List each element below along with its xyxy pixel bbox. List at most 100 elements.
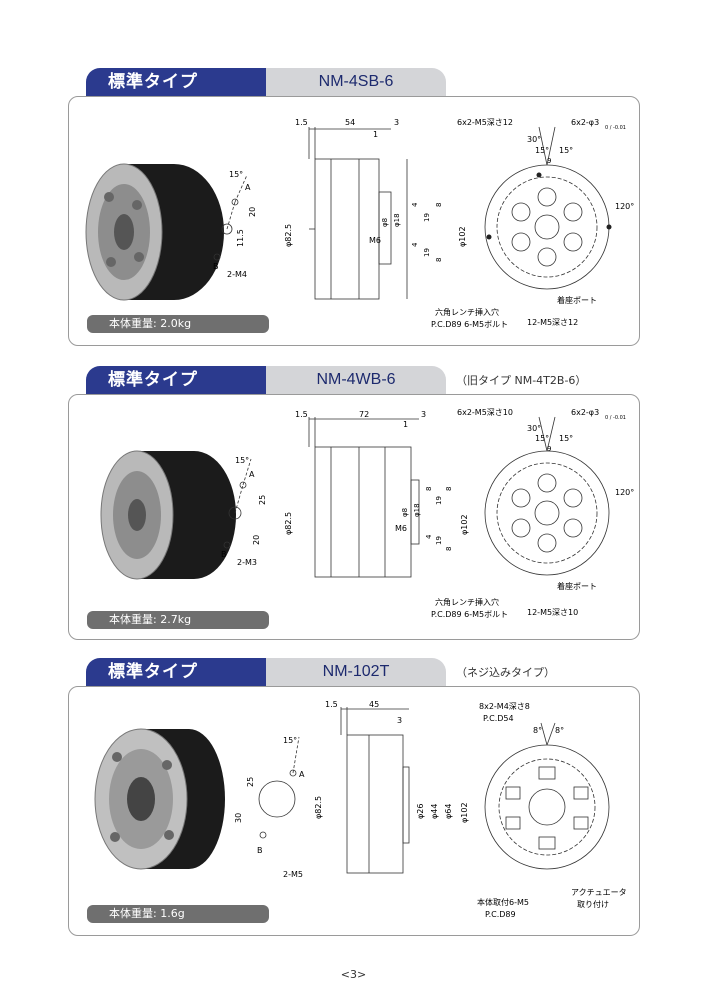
- port-a-label: A: [249, 470, 255, 479]
- front-view: [484, 126, 610, 290]
- front-view: [484, 416, 610, 576]
- angle-15a: 15°: [535, 434, 549, 443]
- port-detail: [258, 736, 300, 839]
- dim-v2: 19: [423, 213, 431, 222]
- tab-standard-type: 標準タイプ: [86, 658, 266, 686]
- dim-dia-26: φ26: [416, 804, 425, 819]
- product-panel: 15° A B 20 11.5 2-M4 1.5 54 3 1 φ82.5 M6…: [68, 96, 640, 346]
- dim-dia-b: φ18: [413, 503, 421, 517]
- dim-25: 25: [258, 495, 267, 505]
- section-nm-102t: 標準タイプ NM-102T （ネジ込みタイプ） 15° A B 25: [68, 658, 640, 936]
- m5-deep-note: 12-M5深さ10: [527, 608, 578, 617]
- dim-30: 30: [234, 813, 243, 823]
- dim-dia-a: φ8: [401, 508, 409, 517]
- port-a-label: A: [299, 770, 305, 779]
- mount-note-1: 本体取付6-M5: [477, 897, 529, 907]
- seat-port-label: 着座ポート: [557, 295, 597, 305]
- dim-v1: 4: [411, 202, 419, 207]
- dim-11-5: 11.5: [236, 229, 245, 247]
- dim-top-small: 1: [403, 420, 408, 429]
- dim-dia-64: φ64: [444, 804, 453, 819]
- angle-15a: 15°: [535, 146, 549, 155]
- old-type-note: （旧タイプ NM-4T2B-6）: [456, 374, 587, 387]
- port-b-label: B: [257, 846, 263, 855]
- port-thread: 2-M4: [227, 270, 247, 279]
- dim-outer-dia: φ102: [460, 802, 469, 823]
- actuator-note-2: 取り付け: [577, 899, 609, 909]
- tab-standard-type: 標準タイプ: [86, 366, 266, 394]
- dim-top-mid: 72: [359, 410, 369, 419]
- dim-m6: M6: [395, 524, 407, 533]
- front-note-2: 6x2-φ3: [571, 408, 599, 417]
- section-nm-4wb-6: 標準タイプ NM-4WB-6 （旧タイプ NM-4T2B-6） 15° A B …: [68, 366, 640, 640]
- dim-v1: 8: [425, 487, 433, 491]
- angle-15b: 15°: [559, 146, 573, 155]
- port-thread: 2-M3: [237, 558, 257, 567]
- m5-deep-note: 12-M5深さ12: [527, 318, 578, 327]
- angle-label: 15°: [235, 456, 249, 465]
- port-detail: [223, 458, 252, 549]
- dim-v3: 8: [435, 203, 443, 207]
- hex-note-1: 六角レンチ挿入穴: [435, 307, 499, 317]
- tab-model-name: NM-102T: [266, 658, 446, 686]
- port-thread: 2-M5: [283, 870, 303, 879]
- dim-top-right: 3: [421, 410, 426, 419]
- actuator-note-1: アクチュエータ: [571, 888, 627, 897]
- angle-15b: 15°: [559, 434, 573, 443]
- product-panel: 15° A B 25 30 2-M5 1.5 45 3 φ82.5 φ26 φ4…: [68, 686, 640, 936]
- hex-note-2: P.C.D89 6-M5ボルト: [431, 610, 508, 619]
- dim-v6: 8: [445, 547, 453, 551]
- side-view: [308, 417, 420, 578]
- section-tabs: 標準タイプ NM-4WB-6 （旧タイプ NM-4T2B-6）: [68, 366, 640, 396]
- drawing-canvas: 15° A B 25 30 2-M5 1.5 45 3 φ82.5 φ26 φ4…: [94, 700, 627, 919]
- dim-top-left: 1.5: [295, 410, 308, 419]
- dim-v5: 19: [435, 536, 443, 545]
- hex-note-1: 六角レンチ挿入穴: [435, 597, 499, 607]
- tab-model-name: NM-4WB-6: [266, 366, 446, 394]
- drawing-canvas: 15° A B 20 11.5 2-M4 1.5 54 3 1 φ82.5 M6…: [85, 118, 634, 329]
- angle-30: 30°: [527, 135, 541, 144]
- dim-top-small: 1: [373, 130, 378, 139]
- dim-m6: M6: [369, 236, 381, 245]
- hex-note-2: P.C.D89 6-M5ボルト: [431, 320, 508, 329]
- angle-8a: 8°: [533, 726, 542, 735]
- dim-top-right: 3: [397, 716, 402, 725]
- port-detail: [213, 174, 248, 261]
- dim-body-dia: φ82.5: [284, 224, 293, 247]
- tab-standard-type: 標準タイプ: [86, 68, 266, 96]
- dim-top-mid: 45: [369, 700, 379, 709]
- dim-dia-44: φ44: [430, 804, 439, 819]
- weight-badge: 本体重量: 2.0kg: [87, 315, 269, 333]
- drawing-canvas: 15° A B 25 20 2-M3 1.5 72 3 1 φ82.5 M6 φ…: [100, 408, 634, 619]
- dim-v5: 19: [423, 248, 431, 257]
- angle-8b: 8°: [555, 726, 564, 735]
- tolerance: 0 / -0.01: [605, 415, 626, 421]
- dim-v2: 19: [435, 496, 443, 505]
- front-note-1: 6x2-M5深さ12: [457, 118, 513, 127]
- side-view: [308, 127, 408, 300]
- dim-dia-b: φ18: [393, 213, 401, 227]
- dim-body-dia: φ82.5: [314, 796, 323, 819]
- mount-note-2: P.C.D89: [485, 910, 516, 919]
- dim-v6: 8: [435, 258, 443, 262]
- dim-outer-dia: φ102: [458, 226, 467, 247]
- dim-top-left: 1.5: [325, 700, 338, 709]
- front-note-2: 6x2-φ3: [571, 118, 599, 127]
- angle-30: 30°: [527, 424, 541, 433]
- weight-badge: 本体重量: 1.6g: [87, 905, 269, 923]
- angle-120: 120°: [615, 202, 634, 211]
- port-hole: [536, 172, 542, 178]
- seat-port-label: 着座ポート: [557, 581, 597, 591]
- dim-v4: 4: [425, 534, 433, 539]
- dim-20: 20: [248, 207, 257, 217]
- dim-v3: 8: [445, 487, 453, 491]
- port-b-label: B: [213, 262, 219, 271]
- dim-9: 9: [547, 445, 551, 453]
- front-note-2: P.C.D54: [483, 714, 514, 723]
- dim-outer-dia: φ102: [460, 514, 469, 535]
- weight-badge: 本体重量: 2.7kg: [87, 611, 269, 629]
- dim-dia-a: φ8: [381, 218, 389, 227]
- dim-20: 20: [252, 535, 261, 545]
- product-photo: [100, 450, 236, 580]
- section-tabs: 標準タイプ NM-4SB-6: [68, 68, 640, 98]
